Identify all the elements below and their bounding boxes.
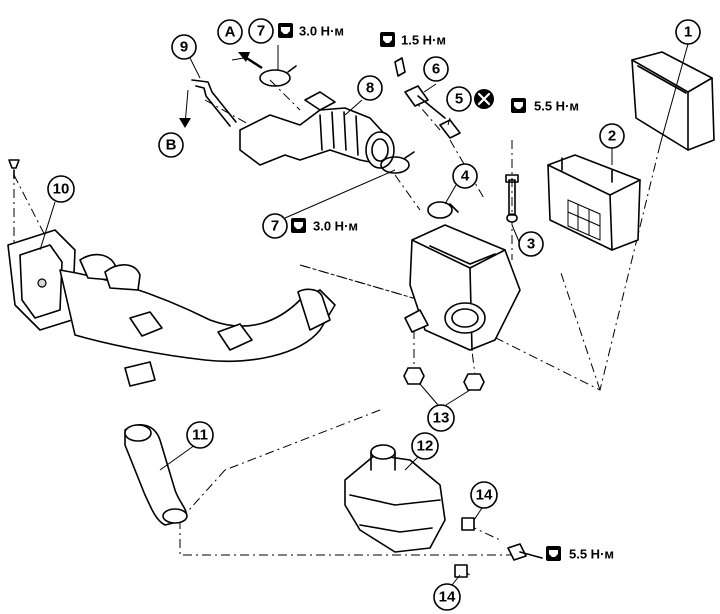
callout-7-top: 7 xyxy=(248,18,274,44)
air-cleaner-housing xyxy=(404,224,521,351)
callout-label: 5 xyxy=(455,91,463,108)
callout-3: 3 xyxy=(518,231,544,257)
callout-7-lower: 7 xyxy=(262,213,288,239)
callout-label: 14 xyxy=(439,589,456,606)
callout-label: 7 xyxy=(271,218,279,235)
callout-5: 5 xyxy=(446,86,472,112)
resonator xyxy=(344,444,446,553)
callout-2: 2 xyxy=(599,123,625,149)
air-filter-element xyxy=(547,154,641,251)
callout-6: 6 xyxy=(423,56,449,82)
callout-label: 13 xyxy=(433,410,450,427)
connector-arrows xyxy=(238,52,263,70)
do-not-reuse-icon xyxy=(474,89,494,109)
lower-hose xyxy=(124,424,188,526)
torque-spec-resonator-bolt: 5.5 Н·м xyxy=(546,546,614,562)
mounting-nuts xyxy=(403,367,485,406)
clamps-hose xyxy=(259,65,415,174)
callout-10: 10 xyxy=(47,175,75,203)
callout-14-lower: 14 xyxy=(433,583,461,611)
intake-duct xyxy=(239,91,395,169)
callout-label: 4 xyxy=(461,168,470,185)
housing-grommet xyxy=(505,174,519,223)
callout-label: 10 xyxy=(53,181,70,198)
callout-label: 1 xyxy=(684,24,692,41)
resonator-bolts xyxy=(454,517,543,578)
callout-label: 8 xyxy=(366,80,374,97)
callout-label: 2 xyxy=(608,128,616,145)
callout-B: B xyxy=(158,132,184,158)
callout-8: 8 xyxy=(357,75,383,101)
callout-label: 14 xyxy=(476,487,493,504)
breather-hose xyxy=(179,57,245,128)
torque-value: 3.0 Н·м xyxy=(313,219,358,234)
callout-label: 3 xyxy=(527,236,535,253)
torque-spec-clamp-top: 3.0 Н·м xyxy=(278,23,344,39)
torque-value: 3.0 Н·м xyxy=(299,24,344,39)
callout-4: 4 xyxy=(452,163,478,189)
callout-label: 11 xyxy=(192,427,208,444)
torque-value: 5.5 Н·м xyxy=(569,547,614,562)
callout-label: B xyxy=(166,137,177,154)
callout-A: A xyxy=(217,19,243,45)
callout-label: 7 xyxy=(257,23,265,40)
torque-spec-sensor: 1.5 Н·м xyxy=(380,32,446,48)
callout-14-upper: 14 xyxy=(470,481,498,509)
callout-label: 9 xyxy=(180,39,188,56)
mass-air-flow-sensor xyxy=(394,57,461,139)
callout-12: 12 xyxy=(411,432,439,460)
callout-13: 13 xyxy=(427,404,455,432)
callout-label: 6 xyxy=(432,61,440,78)
callout-label: 12 xyxy=(417,438,434,455)
torque-value: 1.5 Н·м xyxy=(401,33,446,48)
callout-1: 1 xyxy=(675,19,701,45)
callout-11: 11 xyxy=(186,421,214,449)
clamp-housing xyxy=(427,201,459,219)
air-filter-cover xyxy=(631,51,715,151)
torque-spec-housing-bolt: 5.5 Н·м xyxy=(511,98,579,114)
callout-label: A xyxy=(225,24,236,41)
air-duct-assembly xyxy=(7,159,336,387)
callout-leaders xyxy=(39,43,689,591)
torque-spec-clamp-lower: 3.0 Н·м xyxy=(291,218,358,234)
torque-value: 5.5 Н·м xyxy=(534,99,579,114)
callout-9: 9 xyxy=(171,34,197,60)
